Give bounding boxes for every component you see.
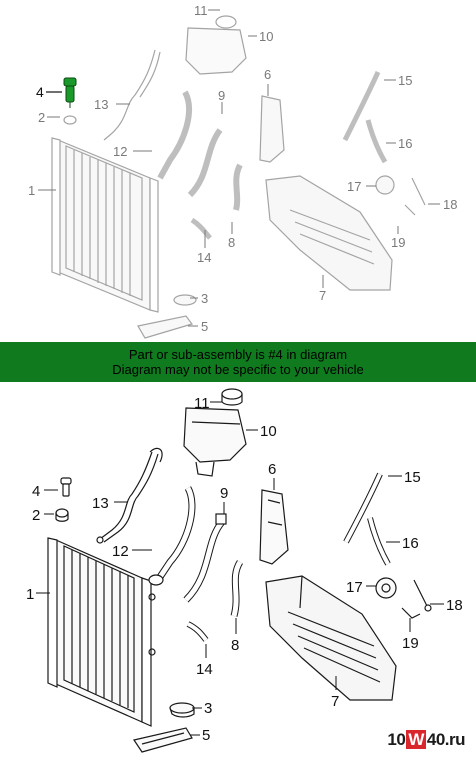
callout-3: 3 bbox=[201, 291, 208, 306]
callout-16-main: 16 bbox=[402, 535, 419, 552]
watermark-post: 40.ru bbox=[426, 730, 466, 749]
callout-19: 19 bbox=[391, 235, 405, 250]
part-15-shape-main bbox=[343, 472, 383, 544]
callout-17-main: 17 bbox=[346, 579, 363, 596]
radiator-shape bbox=[51, 137, 159, 313]
top-callouts: 11 10 6 15 16 17 18 19 9 8 14 13 12 1 7 … bbox=[28, 3, 457, 334]
callout-3-main: 3 bbox=[204, 700, 212, 717]
callout-12-main: 12 bbox=[112, 543, 129, 560]
watermark-pre: 10 bbox=[387, 730, 406, 749]
callout-12: 12 bbox=[113, 144, 127, 159]
part-2-shape bbox=[63, 115, 77, 125]
callout-11-main: 11 bbox=[194, 395, 210, 412]
bottom-callouts: 11 10 6 15 16 17 18 19 9 8 14 13 12 1 4 … bbox=[26, 395, 463, 744]
radiator-shape-main bbox=[47, 537, 156, 727]
callout-18: 18 bbox=[443, 197, 457, 212]
callout-5: 5 bbox=[201, 319, 208, 334]
part-18-shape-main bbox=[413, 579, 432, 612]
callout-2-main: 2 bbox=[32, 507, 40, 524]
part-17-shape-main bbox=[375, 577, 397, 599]
part-5-shape bbox=[137, 315, 193, 339]
part-16-shape-main bbox=[367, 517, 391, 566]
callout-16: 16 bbox=[398, 136, 412, 151]
part-7-shape-main bbox=[265, 575, 397, 701]
part-17-shape bbox=[375, 175, 395, 195]
callout-9: 9 bbox=[218, 88, 225, 103]
callout-8: 8 bbox=[228, 235, 235, 250]
part-6-shape bbox=[259, 95, 285, 163]
callout-10: 10 bbox=[259, 29, 273, 44]
callout-17: 17 bbox=[347, 179, 361, 194]
banner-line-1: Part or sub-assembly is #4 in diagram bbox=[128, 347, 348, 362]
top-callout-4-group: 4 bbox=[36, 84, 62, 100]
part-8-shape-main bbox=[230, 560, 244, 617]
part-10-shape-main bbox=[183, 407, 247, 477]
callout-1: 1 bbox=[28, 183, 35, 198]
callout-14-main: 14 bbox=[196, 661, 213, 678]
part-2-shape-main bbox=[55, 508, 69, 522]
bottom-leader-lines bbox=[36, 401, 444, 736]
part-12-shape-main bbox=[148, 486, 196, 586]
callout-7: 7 bbox=[319, 288, 326, 303]
top-diagram: 11 10 6 15 16 17 18 19 9 8 14 13 12 1 7 … bbox=[0, 0, 476, 342]
part-10-shape bbox=[185, 27, 247, 75]
part-14-shape bbox=[190, 217, 212, 240]
callout-6: 6 bbox=[264, 67, 271, 82]
banner-line-2: Diagram may not be specific to your vehi… bbox=[112, 362, 364, 377]
part-19-shape-main bbox=[401, 607, 421, 619]
part-13-shape-main bbox=[96, 447, 163, 544]
callout-2: 2 bbox=[38, 110, 45, 125]
part-9-shape bbox=[187, 128, 223, 198]
part-12-shape bbox=[157, 90, 192, 180]
part-3-shape-main bbox=[169, 702, 195, 718]
part-13-shape bbox=[103, 49, 156, 141]
callout-7-main: 7 bbox=[331, 693, 339, 710]
callout-9-main: 9 bbox=[220, 485, 228, 502]
part-18-shape bbox=[404, 177, 426, 216]
callout-14: 14 bbox=[197, 250, 211, 265]
part-4-shape-main bbox=[60, 477, 72, 497]
callout-13-main: 13 bbox=[92, 495, 109, 512]
watermark-mid: W bbox=[406, 730, 426, 749]
callout-8-main: 8 bbox=[231, 637, 239, 654]
callout-4-highlight: 4 bbox=[36, 84, 44, 100]
callout-5-main: 5 bbox=[202, 727, 210, 744]
callout-13: 13 bbox=[94, 97, 108, 112]
callout-1-main: 1 bbox=[26, 586, 34, 603]
callout-10-main: 10 bbox=[260, 423, 277, 440]
part-8-shape bbox=[233, 163, 243, 211]
part-14-shape-main bbox=[186, 621, 209, 642]
callout-18-main: 18 bbox=[446, 597, 463, 614]
bottom-diagram: 11 10 6 15 16 17 18 19 9 8 14 13 12 1 4 … bbox=[0, 382, 476, 755]
part-6-shape-main bbox=[259, 489, 289, 565]
callout-15-main: 15 bbox=[404, 469, 421, 486]
callout-19-main: 19 bbox=[402, 635, 419, 652]
callout-11: 11 bbox=[194, 3, 208, 18]
callout-6-main: 6 bbox=[268, 461, 276, 478]
highlighted-part-4 bbox=[63, 77, 77, 108]
part-7-shape bbox=[265, 175, 393, 291]
callout-4-main: 4 bbox=[32, 483, 40, 500]
part-5-shape-main bbox=[133, 727, 193, 753]
part-9-shape-main bbox=[183, 513, 227, 603]
info-banner: Part or sub-assembly is #4 in diagram Di… bbox=[0, 342, 476, 382]
part-11-shape-main bbox=[221, 388, 243, 406]
part-3-shape bbox=[173, 294, 197, 306]
part-16-shape bbox=[365, 119, 388, 164]
callout-15: 15 bbox=[398, 73, 412, 88]
part-15-shape bbox=[342, 70, 381, 142]
